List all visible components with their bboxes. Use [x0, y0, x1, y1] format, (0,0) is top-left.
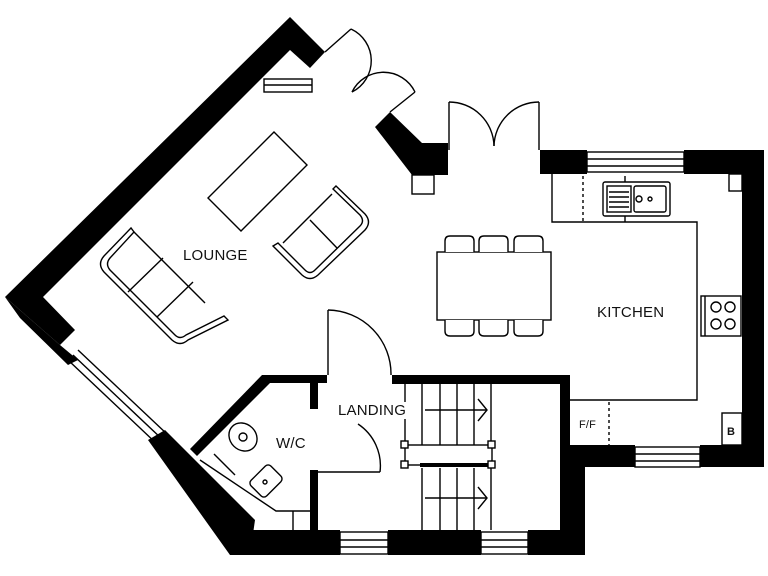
- boiler-label: B: [727, 426, 736, 438]
- sofa: [99, 226, 230, 345]
- radiator: [263, 78, 313, 93]
- room-label-kitchen: KITCHEN: [597, 304, 665, 321]
- wc-boxing: [199, 459, 310, 512]
- lounge-south-west-wall: [5, 297, 78, 365]
- lounge-patio-doors: [324, 28, 416, 113]
- wc-door: [318, 423, 382, 473]
- landing-south-window-west: [339, 531, 389, 555]
- stair-east-wall: [560, 375, 570, 535]
- kitchen-south-window: [634, 446, 701, 468]
- pillar: [411, 174, 435, 195]
- landing-south-window-east: [480, 531, 529, 555]
- kitchen-north-wall-west: [540, 150, 587, 174]
- landing-internal-walls: [190, 375, 570, 532]
- lounge-north-west-wall: [5, 17, 325, 345]
- wc-basin: [249, 464, 283, 498]
- kitchen-sink: [602, 181, 671, 217]
- south-wall: [250, 530, 340, 555]
- dining-table: [436, 235, 552, 337]
- boiler-box: [721, 412, 743, 446]
- kitchen-north-window: [586, 151, 685, 173]
- south-wall-mid: [388, 530, 481, 555]
- kitchen-french-doors: [448, 101, 540, 150]
- coffee-table: [207, 131, 308, 232]
- hob: [700, 295, 742, 337]
- kitchen-north-wall-east: [684, 150, 764, 174]
- kitchen-south-wall-west: [570, 445, 635, 467]
- north-jog-wall: [375, 112, 448, 175]
- room-label-landing: LANDING: [336, 402, 409, 419]
- kitchen-south-wall-east: [700, 445, 755, 467]
- kitchen-corner-unit: [728, 173, 743, 192]
- fridge-freezer-label: F/F: [579, 419, 597, 431]
- toilet: [213, 422, 258, 476]
- landing-door: [327, 309, 392, 376]
- staircase: [400, 384, 496, 530]
- armchair: [271, 185, 370, 280]
- room-label-lounge: LOUNGE: [183, 247, 248, 264]
- wc-diagonal-wall: [148, 430, 255, 555]
- lounge-west-window: [67, 349, 169, 446]
- room-label-wc: W/C: [276, 435, 306, 452]
- kitchen-east-wall: [742, 150, 764, 467]
- stair-east-wall-outer: [570, 445, 585, 555]
